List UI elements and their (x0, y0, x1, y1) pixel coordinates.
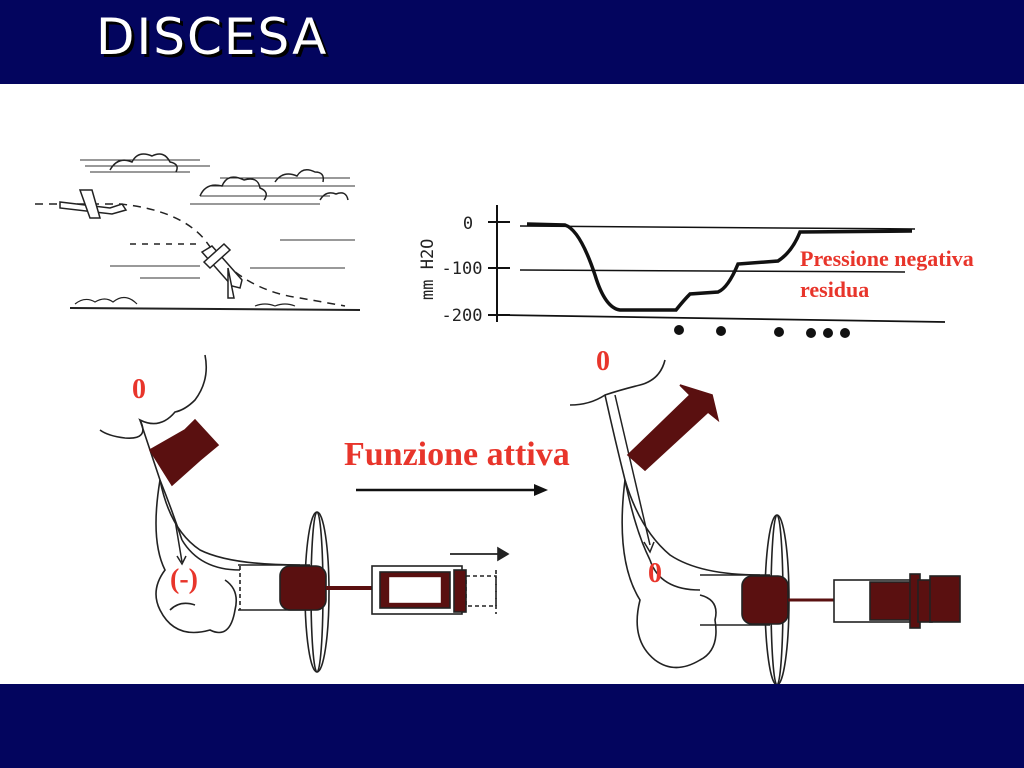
marker-dot (840, 328, 850, 338)
funzione-arrow (356, 484, 548, 496)
zero-label-left: 0 (132, 374, 146, 405)
airplane-descent-sketch (35, 153, 361, 311)
pressione-label-line2: residua (800, 277, 870, 302)
zero-label-right-top: 0 (596, 346, 610, 377)
graph-baseline-100 (519, 269, 906, 273)
graph-baseline-200 (499, 314, 946, 323)
funzione-attiva-label: Funzione attiva (344, 436, 570, 473)
illustration: 0 -100 -200 mm H2O (35, 153, 961, 684)
pressione-label: Pressione negativa residua (800, 243, 974, 305)
footer-bar (0, 684, 1024, 768)
marker-dot (806, 328, 816, 338)
marker-dot (774, 327, 784, 337)
pressione-label-line1: Pressione negativa (800, 246, 974, 271)
graph-baseline-0 (519, 225, 916, 230)
ytick-200: -200 (442, 306, 483, 326)
slide-title: DISCESA (96, 8, 329, 66)
slide-content: 0 -100 -200 mm H2O (0, 84, 1024, 684)
ytick-100: -100 (442, 259, 483, 279)
graph-ylabel: mm H2O (418, 239, 438, 300)
pressure-graph (488, 205, 946, 338)
ear-diagram-right (569, 359, 961, 684)
title-bar: DISCESA (0, 0, 1024, 84)
negative-pressure-label: (-) (170, 564, 198, 595)
marker-dot (823, 328, 833, 338)
marker-dot (674, 325, 684, 335)
marker-dot (716, 326, 726, 336)
ytick-0: 0 (463, 214, 473, 234)
ear-diagram-left (99, 354, 510, 673)
pressure-trace (526, 222, 913, 312)
zero-label-right-bottom: 0 (648, 558, 662, 589)
